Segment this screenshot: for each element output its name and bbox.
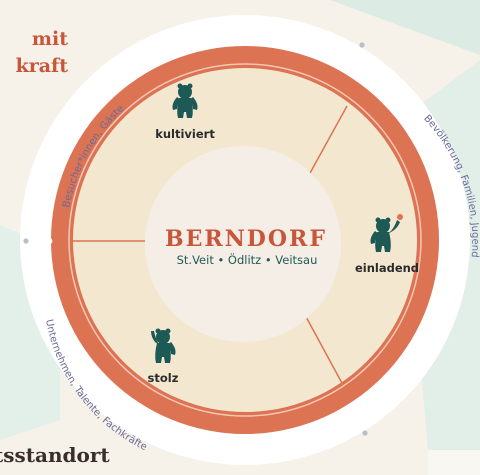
attribute-label-right: einladend — [355, 261, 419, 275]
center-title: BERNDORF — [165, 226, 327, 252]
partial-heading-top: mit kraft — [0, 26, 68, 80]
band-dot-top — [347, 65, 355, 73]
ring-dot-left — [23, 238, 29, 244]
partial-heading-top-line-1: mit — [31, 28, 68, 50]
center-disc — [145, 146, 341, 342]
ring-dot-bottom — [362, 430, 368, 436]
band-inner-line — [68, 63, 422, 417]
divider-top-right — [303, 105, 348, 185]
band-dot-left — [45, 237, 53, 245]
mint-shape-top-right — [330, 0, 480, 55]
card-bottom-right — [428, 450, 480, 475]
band-dot-bottom — [347, 407, 355, 415]
ring-dot-top — [359, 42, 365, 48]
partial-heading-bottom: tsstandort — [0, 441, 134, 469]
attribute-label-top: kultiviert — [155, 127, 215, 141]
bear-icon — [370, 214, 403, 252]
bear-icon — [151, 328, 176, 363]
attribute-label-bottom: stolz — [148, 371, 179, 385]
bear-icon — [172, 83, 198, 118]
center-subtitle: St.Veit • Ödlitz • Veitsau — [177, 251, 318, 267]
partial-heading-top-line-2: kraft — [15, 55, 68, 77]
partial-heading-bottom-line-1: tsstandort — [0, 443, 110, 467]
